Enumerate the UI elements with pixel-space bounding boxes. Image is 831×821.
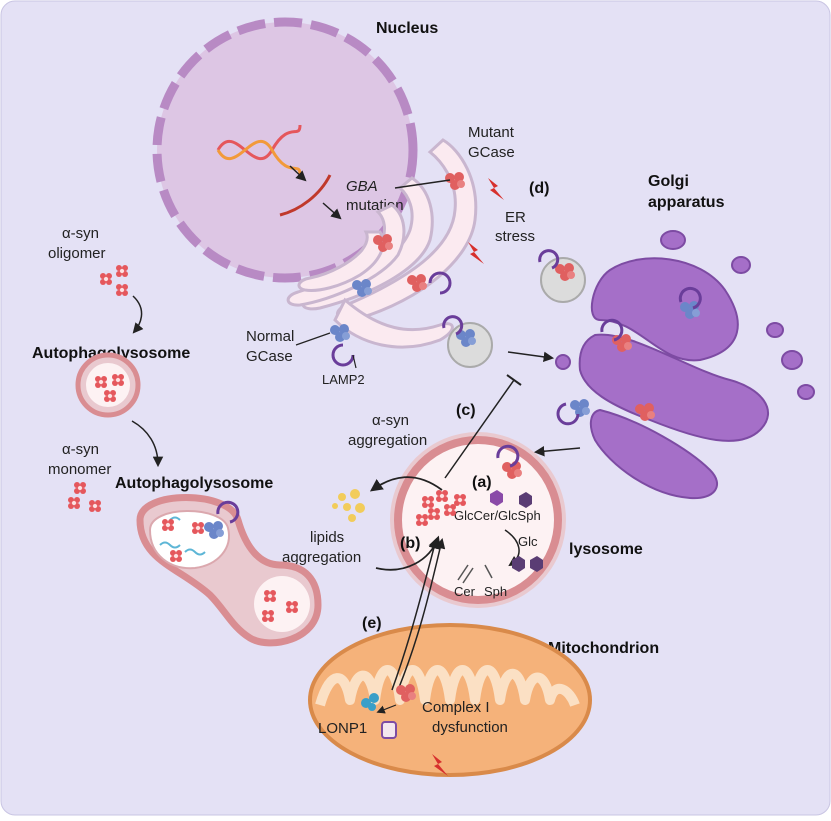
lipids-aggregation-label-1: lipids: [310, 529, 344, 546]
normal-gcase-pointer: [295, 332, 331, 346]
asyn-monomer-label-2: monomer: [48, 461, 111, 478]
asyn-aggregation-label-1: α-syn: [372, 412, 409, 429]
gba-label: GBA: [346, 178, 378, 195]
glc-label: Glc: [518, 534, 538, 549]
nucleus-label: Nucleus: [376, 20, 438, 37]
mutant-gcase-label-2: GCase: [468, 144, 515, 161]
lamp2-er-icon-2: [331, 343, 355, 367]
inhibition-bar: [506, 374, 522, 386]
mito-to-lysosome-arrow-2: [397, 537, 446, 691]
panel-e-label: (e): [362, 615, 382, 632]
glccer-icon-2: [519, 492, 532, 508]
glccer-label: GlcCer/GlcSph: [454, 508, 541, 523]
glc-icon-2: [530, 556, 543, 572]
panel-a-label: (a): [472, 474, 492, 491]
normal-gcase-label-1: Normal: [246, 328, 294, 345]
gcase-to-lonp1-arrow: [376, 704, 397, 714]
autophagolysosome-2: [136, 494, 322, 647]
mitochondrion: [308, 623, 592, 777]
panel-b-label: (b): [400, 535, 420, 552]
transport-vesicle-1: [538, 249, 586, 303]
golgi-label-1: Golgi: [648, 173, 689, 190]
autophagolysosome-1: [75, 352, 141, 418]
lonp1-label: LONP1: [318, 720, 367, 737]
er-stress-label-2: stress: [495, 228, 535, 245]
sph-label: Sph: [484, 584, 507, 599]
golgi-to-lysosome-arrow: [533, 446, 581, 457]
lamp2-golgi-icon-1: [600, 318, 624, 342]
mutant-gcase-pointer: [394, 179, 451, 189]
lonp1-icon: [361, 693, 379, 711]
complex-i-label-1: Complex I: [422, 699, 490, 716]
lamp2-golgi-icon-2: [556, 402, 580, 426]
golgi-apparatus: [555, 230, 815, 500]
asyn-monomer-label-1: α-syn: [62, 441, 99, 458]
asyn-oligomer-label-1: α-syn: [62, 225, 99, 242]
lipid-droplets-icon: [332, 489, 365, 522]
lipid-release-arrow: [369, 476, 443, 492]
normal-gcase-label-2: GCase: [246, 348, 293, 365]
panel-d-label: (d): [529, 180, 549, 197]
lamp2-label: LAMP2: [322, 372, 365, 387]
glccer-icon-1: [490, 490, 503, 506]
lamp2-lysosome-icon: [496, 444, 520, 468]
lipids-aggregation-label-2: aggregation: [282, 549, 361, 566]
panel-c-label: (c): [456, 402, 476, 419]
autophagy-progression-arrow: [131, 420, 164, 468]
complex-i-icon: [381, 721, 397, 739]
oligomer-to-autophagy-arrow: [132, 295, 144, 334]
lamp2-pointer: [352, 354, 357, 369]
mitochondrion-label: Mitochondrion: [548, 640, 659, 657]
lamp2-er-icon: [428, 271, 452, 295]
lamp2-golgi-icon-3: [678, 286, 702, 310]
transport-vesicle-2: [442, 315, 493, 368]
golgi-label-2: apparatus: [648, 194, 725, 211]
mutant-gcase-label-1: Mutant: [468, 124, 515, 141]
vesicle-to-golgi-arrow: [507, 351, 555, 363]
dna-helix-icon: [216, 124, 302, 176]
autophagolysosome-label-2: Autophagolysosome: [115, 475, 273, 492]
mito-to-lysosome-arrow: [391, 537, 439, 691]
transcription-arrow: [289, 165, 307, 182]
complex-i-label-2: dysfunction: [432, 719, 508, 736]
glc-icon: [512, 556, 525, 572]
inhibition-line: [444, 379, 515, 479]
ceramide-icon: [457, 564, 493, 584]
translation-arrow: [322, 202, 342, 220]
asyn-oligomer-label-2: oligomer: [48, 245, 106, 262]
nucleus: [152, 17, 418, 283]
cer-label: Cer: [454, 584, 476, 599]
asyn-aggregation-label-2: aggregation: [348, 432, 427, 449]
mrna-strand-icon: [279, 174, 332, 217]
er-stress-label-1: ER: [505, 209, 526, 226]
lysosome-label: lysosome: [569, 541, 643, 558]
